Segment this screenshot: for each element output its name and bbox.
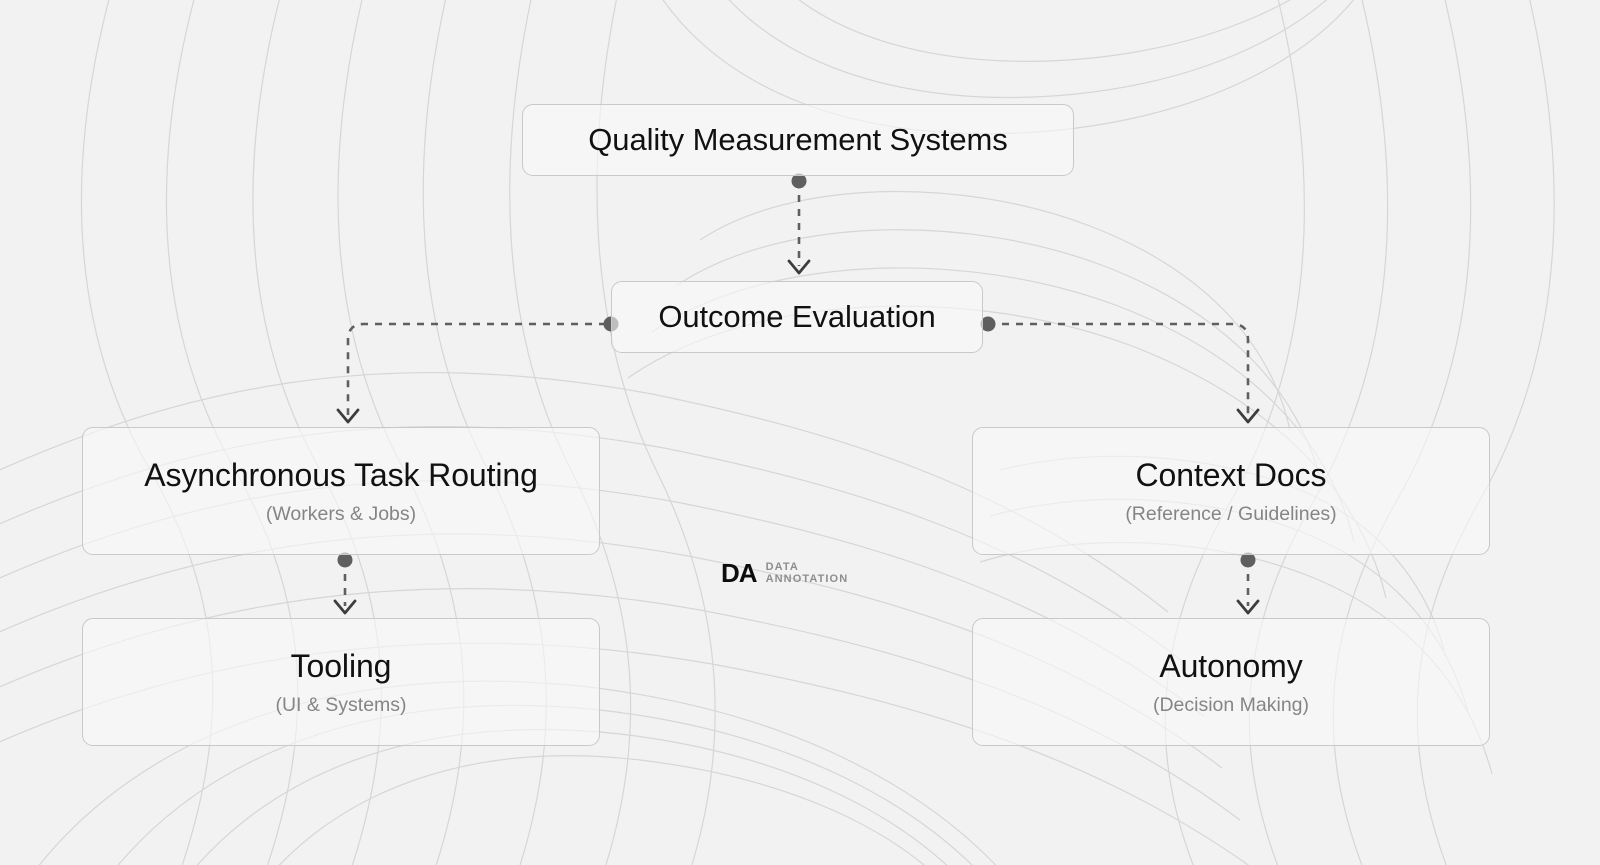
edge-outcome-to-context bbox=[988, 322, 1250, 415]
chevron-arrow-icon bbox=[787, 259, 811, 275]
chevron-arrow-icon bbox=[333, 599, 357, 615]
node-title: Autonomy bbox=[1159, 647, 1303, 684]
node-title: Quality Measurement Systems bbox=[588, 122, 1008, 157]
node-quality-measurement-systems[interactable]: Quality Measurement Systems bbox=[522, 104, 1074, 176]
node-asynchronous-task-routing[interactable]: Asynchronous Task Routing (Workers & Job… bbox=[82, 427, 600, 555]
watermark-line-1: DATA bbox=[765, 560, 799, 573]
node-subtitle: (Decision Making) bbox=[1152, 693, 1310, 716]
chevron-arrow-icon bbox=[336, 408, 360, 424]
node-outcome-evaluation[interactable]: Outcome Evaluation bbox=[611, 281, 983, 353]
node-autonomy[interactable]: Autonomy (Decision Making) bbox=[972, 618, 1490, 746]
chevron-arrow-icon bbox=[1236, 408, 1260, 424]
node-tooling[interactable]: Tooling (UI & Systems) bbox=[82, 618, 600, 746]
node-title: Outcome Evaluation bbox=[658, 299, 936, 334]
node-title: Context Docs bbox=[1135, 456, 1327, 493]
node-subtitle: (UI & Systems) bbox=[275, 693, 407, 716]
watermark-wordmark: DATA ANNOTATION bbox=[766, 561, 849, 586]
node-title: Tooling bbox=[290, 647, 392, 684]
node-title: Asynchronous Task Routing bbox=[144, 456, 538, 493]
data-annotation-watermark: DA DATA ANNOTATION bbox=[721, 560, 848, 586]
edge-outcome-to-async bbox=[346, 322, 606, 415]
chevron-arrow-icon bbox=[1236, 599, 1260, 615]
node-subtitle: (Workers & Jobs) bbox=[265, 502, 417, 525]
node-subtitle: (Reference / Guidelines) bbox=[1125, 502, 1337, 525]
data-annotation-logo-icon: DA bbox=[721, 558, 758, 588]
node-context-docs[interactable]: Context Docs (Reference / Guidelines) bbox=[972, 427, 1490, 555]
watermark-line-2: ANNOTATION bbox=[765, 573, 849, 585]
